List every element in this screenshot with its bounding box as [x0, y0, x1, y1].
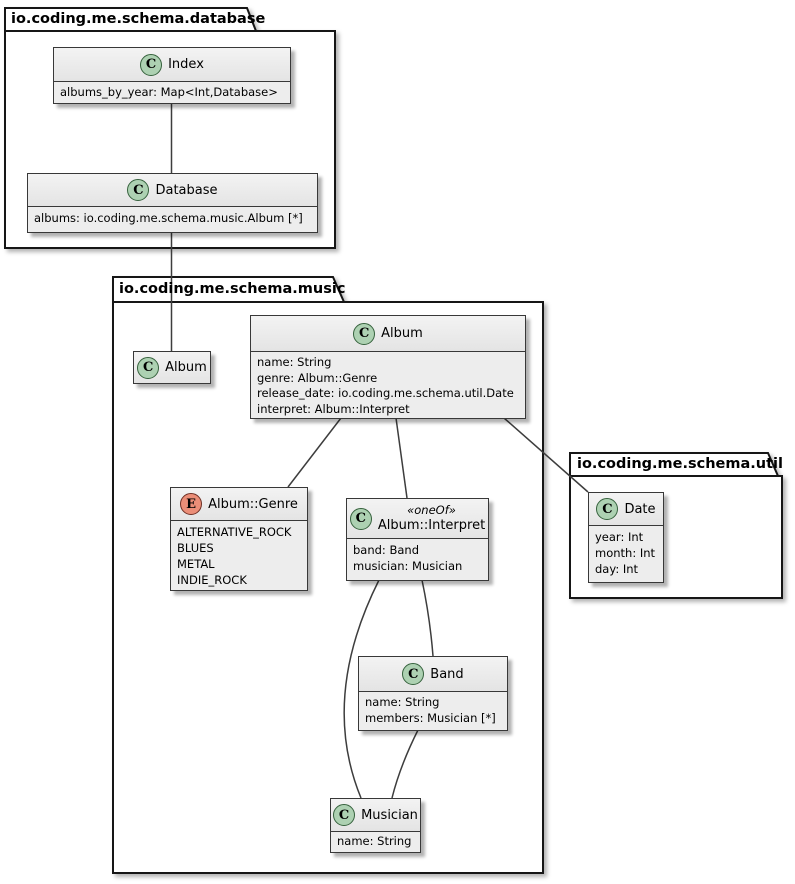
class-member: albums: io.coding.me.schema.music.Album …: [34, 211, 303, 225]
class-index: C Index albums_by_year: Map<Int,Database…: [53, 47, 291, 104]
class-name: Band: [430, 666, 464, 682]
class-member: year: Int: [595, 530, 644, 544]
enum-value: ALTERNATIVE_ROCK: [177, 525, 292, 539]
class-album-ref-header: C Album: [134, 352, 210, 383]
class-member: name: String: [337, 834, 412, 848]
class-name: Album::Genre: [208, 496, 298, 512]
enum-album-genre-values: ALTERNATIVE_ROCK BLUES METAL INDIE_ROCK: [171, 521, 307, 591]
stereotype-label: «oneOf»: [407, 503, 456, 518]
class-name: Index: [168, 57, 204, 72]
class-database-members: albums: io.coding.me.schema.music.Album …: [28, 207, 317, 232]
class-member: albums_by_year: Map<Int,Database>: [60, 85, 278, 99]
class-album-members: name: String genre: Album::Genre release…: [251, 352, 525, 420]
class-name: Album::Interpret: [377, 517, 486, 533]
class-date-header: C Date: [589, 493, 663, 526]
class-musician: C Musician name: String: [330, 798, 421, 853]
enum-value: INDIE_ROCK: [177, 573, 247, 587]
class-album-ref: C Album: [133, 351, 211, 384]
class-member: day: Int: [595, 562, 639, 576]
class-index-members: albums_by_year: Map<Int,Database>: [54, 82, 290, 103]
class-spot-icon: C: [402, 663, 425, 685]
class-member: band: Band: [353, 543, 419, 557]
edge-album-interpret: [395, 417, 408, 499]
class-band: C Band name: String members: Musician [*…: [358, 656, 508, 731]
class-index-header: C Index: [54, 48, 290, 82]
class-name: Album: [165, 360, 207, 375]
class-database: C Database albums: io.coding.me.schema.m…: [27, 173, 318, 233]
edge-interpret-band: [421, 579, 434, 657]
class-band-members: name: String members: Musician [*]: [359, 692, 507, 730]
class-album-interpret-header: C «oneOf» Album::Interpret: [347, 499, 488, 539]
class-member: interpret: Album::Interpret: [257, 401, 410, 416]
edge-album-genre: [287, 417, 342, 488]
class-album-interpret: C «oneOf» Album::Interpret band: Band mu…: [346, 498, 489, 581]
class-member: name: String: [365, 695, 440, 709]
class-musician-members: name: String: [331, 832, 420, 852]
class-spot-icon: C: [353, 322, 376, 345]
enum-spot-icon: E: [180, 493, 203, 515]
class-album-header: C Album: [251, 316, 525, 352]
class-date-members: year: Int month: Int day: Int: [589, 526, 663, 582]
class-spot-icon: C: [333, 804, 356, 826]
class-spot-icon: C: [127, 179, 150, 201]
class-name-block: «oneOf» Album::Interpret: [378, 503, 485, 534]
enum-value: METAL: [177, 557, 215, 571]
class-musician-header: C Musician: [331, 799, 420, 832]
class-spot-icon: C: [596, 498, 619, 520]
class-member: musician: Musician: [353, 559, 463, 573]
class-member: name: String: [257, 355, 332, 369]
class-name: Musician: [361, 807, 418, 823]
enum-album-genre: E Album::Genre ALTERNATIVE_ROCK BLUES ME…: [170, 487, 308, 591]
class-name: Album: [381, 326, 423, 341]
class-member: month: Int: [595, 546, 656, 560]
class-album-interpret-members: band: Band musician: Musician: [347, 539, 488, 580]
class-member: release_date: io.coding.me.schema.util.D…: [257, 386, 514, 400]
class-album: C Album name: String genre: Album::Genre…: [250, 315, 526, 419]
class-date: C Date year: Int month: Int day: Int: [588, 492, 664, 583]
class-member: members: Musician [*]: [365, 710, 496, 725]
enum-value: BLUES: [177, 541, 214, 555]
class-name: Date: [624, 501, 656, 517]
edge-band-musician: [391, 729, 419, 799]
package-title-util: io.coding.me.schema.util: [577, 456, 783, 472]
edge-album-date: [503, 417, 589, 493]
class-name: Database: [155, 182, 218, 198]
class-spot-icon: C: [349, 507, 372, 530]
class-band-header: C Band: [359, 657, 507, 692]
package-title-music: io.coding.me.schema.music: [119, 281, 346, 297]
class-database-header: C Database: [28, 174, 317, 207]
class-spot-icon: C: [137, 356, 160, 379]
package-title-database: io.coding.me.schema.database: [11, 11, 266, 27]
enum-album-genre-header: E Album::Genre: [171, 488, 307, 521]
class-spot-icon: C: [140, 53, 163, 76]
class-member: genre: Album::Genre: [257, 370, 378, 385]
